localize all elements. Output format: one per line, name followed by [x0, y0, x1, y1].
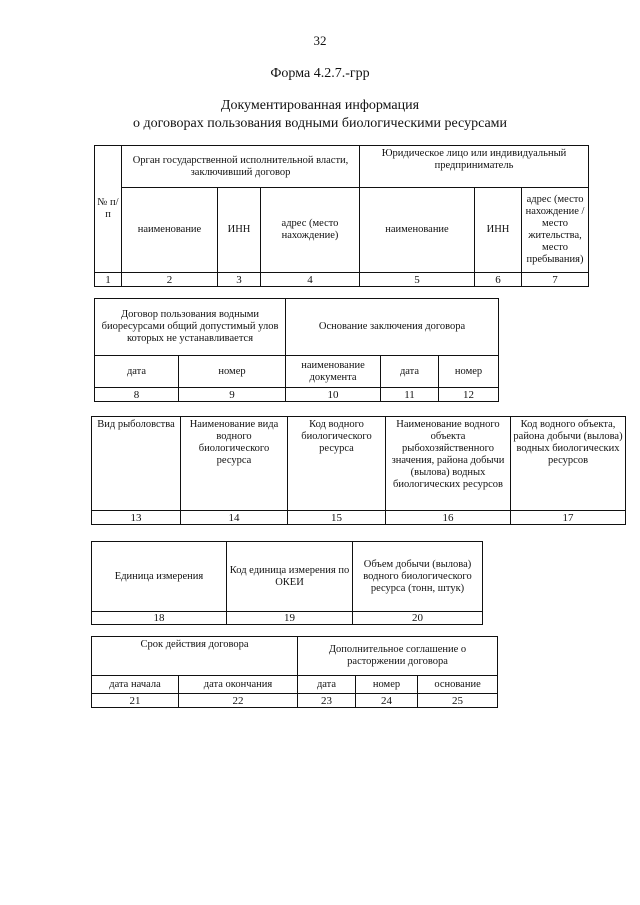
subheader-basis-number: номер	[438, 355, 500, 388]
contract-term-table: Срок действия договора Дополнительное со…	[90, 636, 499, 708]
column-number: 13	[91, 510, 181, 525]
column-number: 1	[94, 272, 122, 287]
subheader-agreement-date: дата	[297, 675, 357, 694]
subheader-contract-date: дата	[94, 355, 179, 388]
subheader-entity-inn: ИНН	[474, 187, 522, 273]
document-title-line-1: Документированная информация	[220, 98, 420, 113]
column-number: 14	[180, 510, 288, 525]
column-number: 6	[474, 272, 522, 287]
column-number: 11	[380, 387, 440, 402]
subheader-authority-name: наименование	[121, 187, 218, 273]
header-authority: Орган государственной исполнительной вла…	[121, 145, 360, 188]
header-fishing-type: Вид рыболовства	[91, 416, 181, 511]
column-number: 25	[417, 693, 499, 708]
column-number: 4	[260, 272, 360, 287]
header-contract-basis: Основание заключения договора	[285, 298, 500, 356]
column-number: 2	[121, 272, 218, 287]
column-number: 5	[359, 272, 475, 287]
page-number: 32	[313, 33, 327, 48]
document-title-line-2: о договорах пользования водными биологич…	[132, 116, 508, 131]
contract-basis-table: Договор пользования водными биоресурсами…	[93, 298, 500, 402]
subheader-entity-address: адрес (место нахождение / место жительст…	[520, 187, 590, 273]
column-number: 3	[217, 272, 261, 287]
header-water-body-code: Код водного объекта, района добычи (выло…	[510, 416, 626, 511]
subheader-basis-date: дата	[380, 355, 440, 388]
fishing-resource-table: Вид рыболовства Наименование вида водног…	[91, 416, 626, 525]
subheader-end-date: дата окончания	[177, 675, 299, 694]
subheader-contract-number: номер	[177, 355, 287, 388]
column-number: 24	[355, 693, 419, 708]
column-number: 20	[352, 611, 483, 625]
column-number: 19	[226, 611, 353, 625]
header-additional-agreement: Дополнительное соглашение о расторжении …	[297, 636, 499, 676]
header-catch-volume: Объем добычи (вылова) водного биологичес…	[352, 541, 483, 612]
subheader-agreement-number: номер	[355, 675, 419, 694]
header-resource-code: Код водного биологического ресурса	[287, 416, 386, 511]
column-number: 18	[91, 611, 227, 625]
subheader-authority-inn: ИНН	[217, 187, 261, 273]
column-number: 8	[94, 387, 179, 402]
column-number: 21	[91, 693, 179, 708]
column-number: 22	[177, 693, 299, 708]
header-unit: Единица измерения	[91, 541, 227, 612]
column-number: 17	[510, 510, 626, 525]
catch-volume-table: Единица измерения Код единица измерения …	[91, 541, 483, 625]
header-water-body-name: Наименование водного объекта рыбохозяйст…	[385, 416, 511, 511]
column-number: 10	[285, 387, 382, 402]
subheader-entity-name: наименование	[359, 187, 475, 273]
header-row-number: № п/п	[94, 145, 122, 273]
header-okei-code: Код единица измерения по ОКЕИ	[226, 541, 353, 612]
header-contract-term: Срок действия договора	[90, 636, 299, 676]
header-resource-name: Наименование вида водного биологического…	[180, 416, 288, 511]
subheader-authority-address: адрес (место нахождение)	[260, 187, 360, 273]
column-number: 23	[297, 693, 357, 708]
subheader-start-date: дата начала	[91, 675, 179, 694]
header-legal-entity: Юридическое лицо или индивидуальный пред…	[358, 145, 590, 188]
column-number: 16	[385, 510, 511, 525]
form-label: Форма 4.2.7.-грр	[270, 66, 370, 81]
subheader-document-name: наименование документа	[285, 355, 382, 388]
counterparty-table: № п/п Орган государственной исполнительн…	[94, 145, 590, 287]
column-number: 12	[438, 387, 500, 402]
column-number: 15	[287, 510, 386, 525]
subheader-agreement-basis: основание	[417, 675, 499, 694]
column-number: 7	[520, 272, 590, 287]
column-number: 9	[177, 387, 287, 402]
header-contract: Договор пользования водными биоресурсами…	[93, 298, 287, 356]
